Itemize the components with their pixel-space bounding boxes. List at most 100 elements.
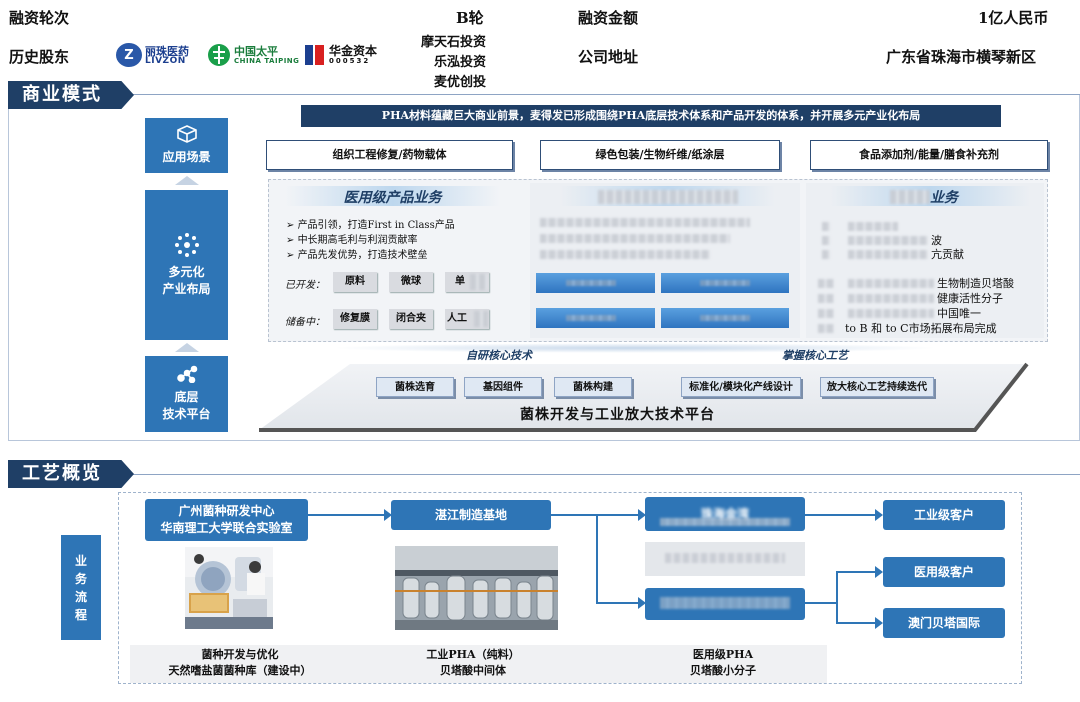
blurred-line bbox=[540, 250, 710, 259]
blurred-line bbox=[848, 294, 934, 303]
blurred-line bbox=[540, 218, 750, 227]
business-banner: PHA材料蕴藏巨大商业前景，麦得发已形成围绕PHA底层技术体系和产品开发的体系，… bbox=[301, 105, 1001, 127]
factory-photo bbox=[395, 546, 558, 630]
tech-chip: 菌株构建 bbox=[554, 377, 632, 397]
livzon-logo: Z 丽珠医药 LIVZON bbox=[116, 43, 189, 67]
blurred-line bbox=[848, 222, 898, 231]
address-value: 广东省珠海市横琴新区 bbox=[886, 46, 1036, 67]
connector bbox=[308, 514, 386, 516]
reserve-label: 储备中： bbox=[285, 313, 325, 328]
right-line: 健康活性分子 bbox=[937, 292, 1003, 306]
process-section-title: 工艺概览 bbox=[8, 460, 134, 488]
right-line: 波 bbox=[931, 234, 942, 248]
category-food: 食品添加剂/能量/膳食补充剂 bbox=[810, 140, 1048, 170]
blurred-line bbox=[848, 309, 934, 318]
bullet-item: ➢ 中长期高毛利与利润贡献率 bbox=[286, 233, 455, 248]
bullet-item: ➢ 产品引领，打造First in Class产品 bbox=[286, 218, 455, 233]
taiping-logo: 中国太平 CHINA TAIPING bbox=[207, 43, 299, 67]
customer-medical: 医用级客户 bbox=[883, 557, 1005, 587]
round-label: 融资轮次 bbox=[9, 7, 69, 28]
taiping-icon bbox=[207, 43, 231, 67]
blurred-region bbox=[470, 274, 488, 290]
connector bbox=[596, 602, 642, 604]
blurred-line bbox=[818, 324, 834, 333]
blurred-line bbox=[660, 518, 790, 526]
pillar-platform: 底层 技术平台 bbox=[145, 356, 228, 432]
blurred-title bbox=[598, 190, 738, 204]
blurred-region bbox=[474, 311, 488, 327]
livzon-icon: Z bbox=[116, 43, 142, 67]
developed-chip: 原料 bbox=[333, 272, 377, 292]
investor-list: 摩天石投资 乐泓投资 麦优创投 bbox=[400, 33, 486, 93]
blurred-line bbox=[540, 234, 730, 243]
blurred-line bbox=[818, 279, 834, 288]
tech-chip: 基因组件 bbox=[464, 377, 542, 397]
category-packaging: 绿色包装/生物纤维/纸涂层 bbox=[540, 140, 780, 170]
blurred-title bbox=[890, 190, 930, 204]
pillar-arrow-1 bbox=[175, 176, 199, 185]
connector bbox=[836, 622, 877, 624]
lab-photo bbox=[185, 547, 273, 629]
tech-chip: 菌株选育 bbox=[376, 377, 454, 397]
blurred-line bbox=[822, 250, 830, 259]
cube-icon bbox=[176, 125, 198, 143]
blurred-line bbox=[822, 222, 830, 231]
arrow-right-icon bbox=[875, 566, 883, 578]
arrow-right-icon bbox=[875, 509, 883, 521]
right-line: 生物制造贝塔酸 bbox=[937, 277, 1014, 291]
base-box: 湛江制造基地 bbox=[391, 500, 551, 530]
platform-glow bbox=[330, 343, 940, 353]
customer-macau: 澳门贝塔国际 bbox=[883, 608, 1005, 638]
blurred-line bbox=[822, 236, 830, 245]
reserve-chip: 修复膜 bbox=[333, 309, 377, 329]
blurred-line bbox=[818, 294, 834, 303]
connector bbox=[805, 514, 877, 516]
tech-chip: 放大核心工艺持续迭代 bbox=[820, 377, 934, 397]
platform-title: 菌株开发与工业放大技术平台 bbox=[520, 404, 715, 424]
caption-base: 工业PHA（纯料） 贝塔酸中间体 bbox=[398, 647, 548, 679]
blurred-bar-text bbox=[700, 315, 750, 321]
investor-item: 乐泓投资 bbox=[400, 53, 486, 73]
pillar-scenario: 应用场景 bbox=[145, 118, 228, 173]
blurred-line bbox=[818, 309, 834, 318]
blurred-line bbox=[848, 236, 928, 245]
blurred-line bbox=[660, 597, 790, 609]
medical-title: 医用级产品业务 bbox=[285, 187, 500, 207]
reserve-chip: 闭合夹 bbox=[389, 309, 433, 329]
connector bbox=[596, 514, 598, 603]
investor-item: 摩天石投资 bbox=[400, 33, 486, 53]
blurred-bar-text bbox=[566, 315, 616, 321]
blurred-line bbox=[665, 553, 785, 563]
address-label: 公司地址 bbox=[578, 46, 638, 67]
connector bbox=[805, 602, 837, 604]
pillar-layout: 多元化 产业布局 bbox=[145, 190, 228, 340]
developed-chip: 微球 bbox=[389, 272, 433, 292]
blurred-bar-text bbox=[700, 280, 750, 286]
investor-item: 麦优创投 bbox=[400, 73, 486, 93]
shareholders-label: 历史股东 bbox=[9, 46, 69, 67]
pillar-arrow-2 bbox=[175, 343, 199, 352]
right-line: 中国唯一 bbox=[937, 307, 981, 321]
blurred-line bbox=[848, 250, 928, 259]
caption-lab: 菌种开发与优化 天然嗜盐菌菌种库（建设中） bbox=[140, 647, 340, 679]
process-pillar: 业 务 流 程 bbox=[61, 535, 101, 640]
bullet-item: ➢ 产品先发优势，打造技术壁垒 bbox=[286, 248, 455, 263]
amount-value: 1亿人民币 bbox=[978, 7, 1048, 28]
developed-label: 已开发： bbox=[285, 276, 325, 291]
bullet-arrow-icon: ➢ bbox=[286, 250, 298, 261]
molecule-icon bbox=[176, 365, 198, 383]
huajin-logo: 华金资本 000532 bbox=[304, 43, 377, 67]
business-section-line bbox=[8, 94, 1080, 95]
network-icon bbox=[174, 232, 200, 258]
process-section-line bbox=[8, 474, 1080, 475]
amount-label: 融资金额 bbox=[578, 7, 638, 28]
connector bbox=[836, 571, 877, 573]
blurred-line bbox=[848, 279, 934, 288]
round-value: B轮 bbox=[456, 7, 484, 28]
category-tissue: 组织工程修复/药物载体 bbox=[266, 140, 513, 170]
caption-medical: 医用级PHA 贝塔酸小分子 bbox=[648, 647, 798, 679]
tech-chip: 标准化/模块化产线设计 bbox=[681, 377, 801, 397]
arrow-right-icon bbox=[875, 617, 883, 629]
right-line: 亢贡献 bbox=[931, 248, 964, 262]
bullet-arrow-icon: ➢ bbox=[286, 235, 298, 246]
